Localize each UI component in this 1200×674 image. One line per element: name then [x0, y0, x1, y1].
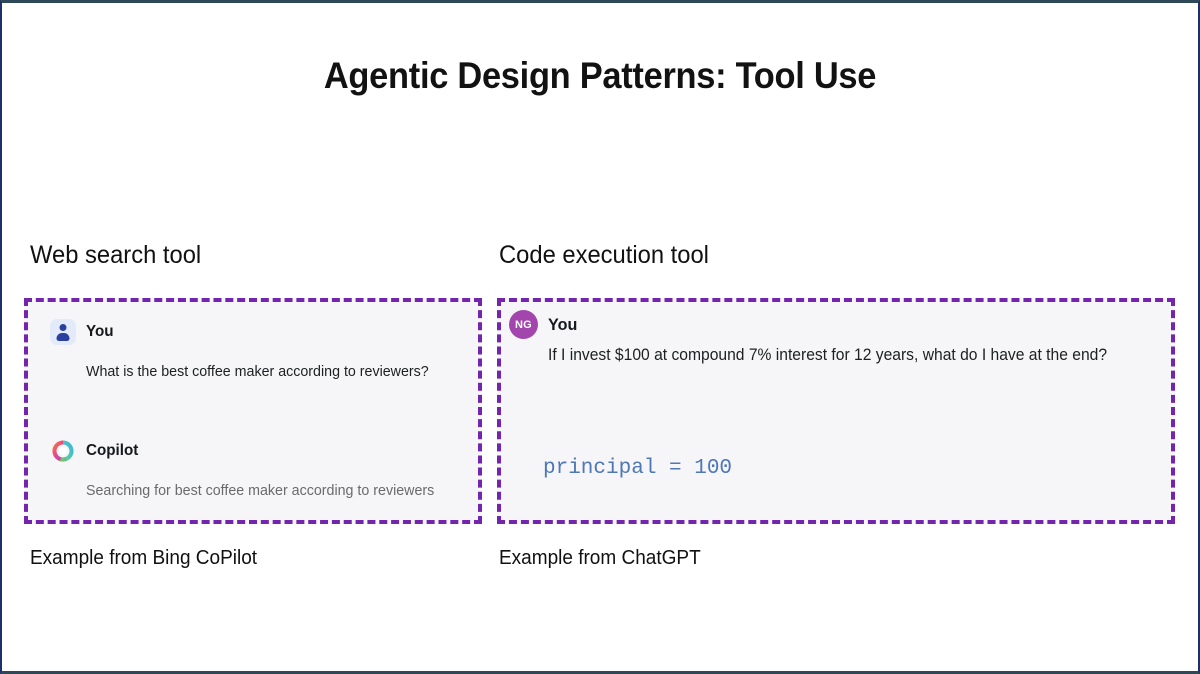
- chat-status-text: Searching for best coffee maker accordin…: [86, 482, 435, 499]
- code-execution-example-card: NG You If I invest $100 at compound 7% i…: [497, 298, 1175, 524]
- section-heading-code-execution: Code execution tool: [499, 241, 709, 269]
- chat-message-user: You What is the best coffee maker accord…: [50, 319, 447, 380]
- caption-web-search: Example from Bing CoPilot: [30, 547, 258, 569]
- chat-message-assistant: Copilot Searching for best coffee maker …: [50, 438, 453, 499]
- chat-message-header: You: [50, 319, 447, 345]
- user-person-icon: [50, 319, 76, 345]
- page-title: Agentic Design Patterns: Tool Use: [323, 55, 877, 96]
- copilot-logo-icon: [50, 438, 76, 464]
- chat-message-user: NG You If I invest $100 at compound 7% i…: [509, 310, 1156, 365]
- caption-code-execution: Example from ChatGPT: [499, 547, 701, 569]
- chat-message-text: What is the best coffee maker according …: [86, 363, 429, 380]
- code-line: principal = 100: [543, 457, 733, 480]
- chat-author-name: You: [548, 314, 578, 334]
- ng-initials-avatar: NG: [509, 310, 538, 339]
- chat-message-text: If I invest $100 at compound 7% interest…: [548, 345, 1108, 364]
- chat-message-header: NG You: [509, 310, 1156, 339]
- chat-message-header: Copilot: [50, 438, 453, 464]
- web-search-example-card: You What is the best coffee maker accord…: [24, 298, 482, 524]
- code-block: principal = 100 interest_rate = 0.07 yea…: [543, 394, 1098, 520]
- section-heading-web-search: Web search tool: [30, 241, 202, 269]
- chat-author-name: You: [86, 323, 114, 340]
- chat-author-name: Copilot: [86, 442, 139, 459]
